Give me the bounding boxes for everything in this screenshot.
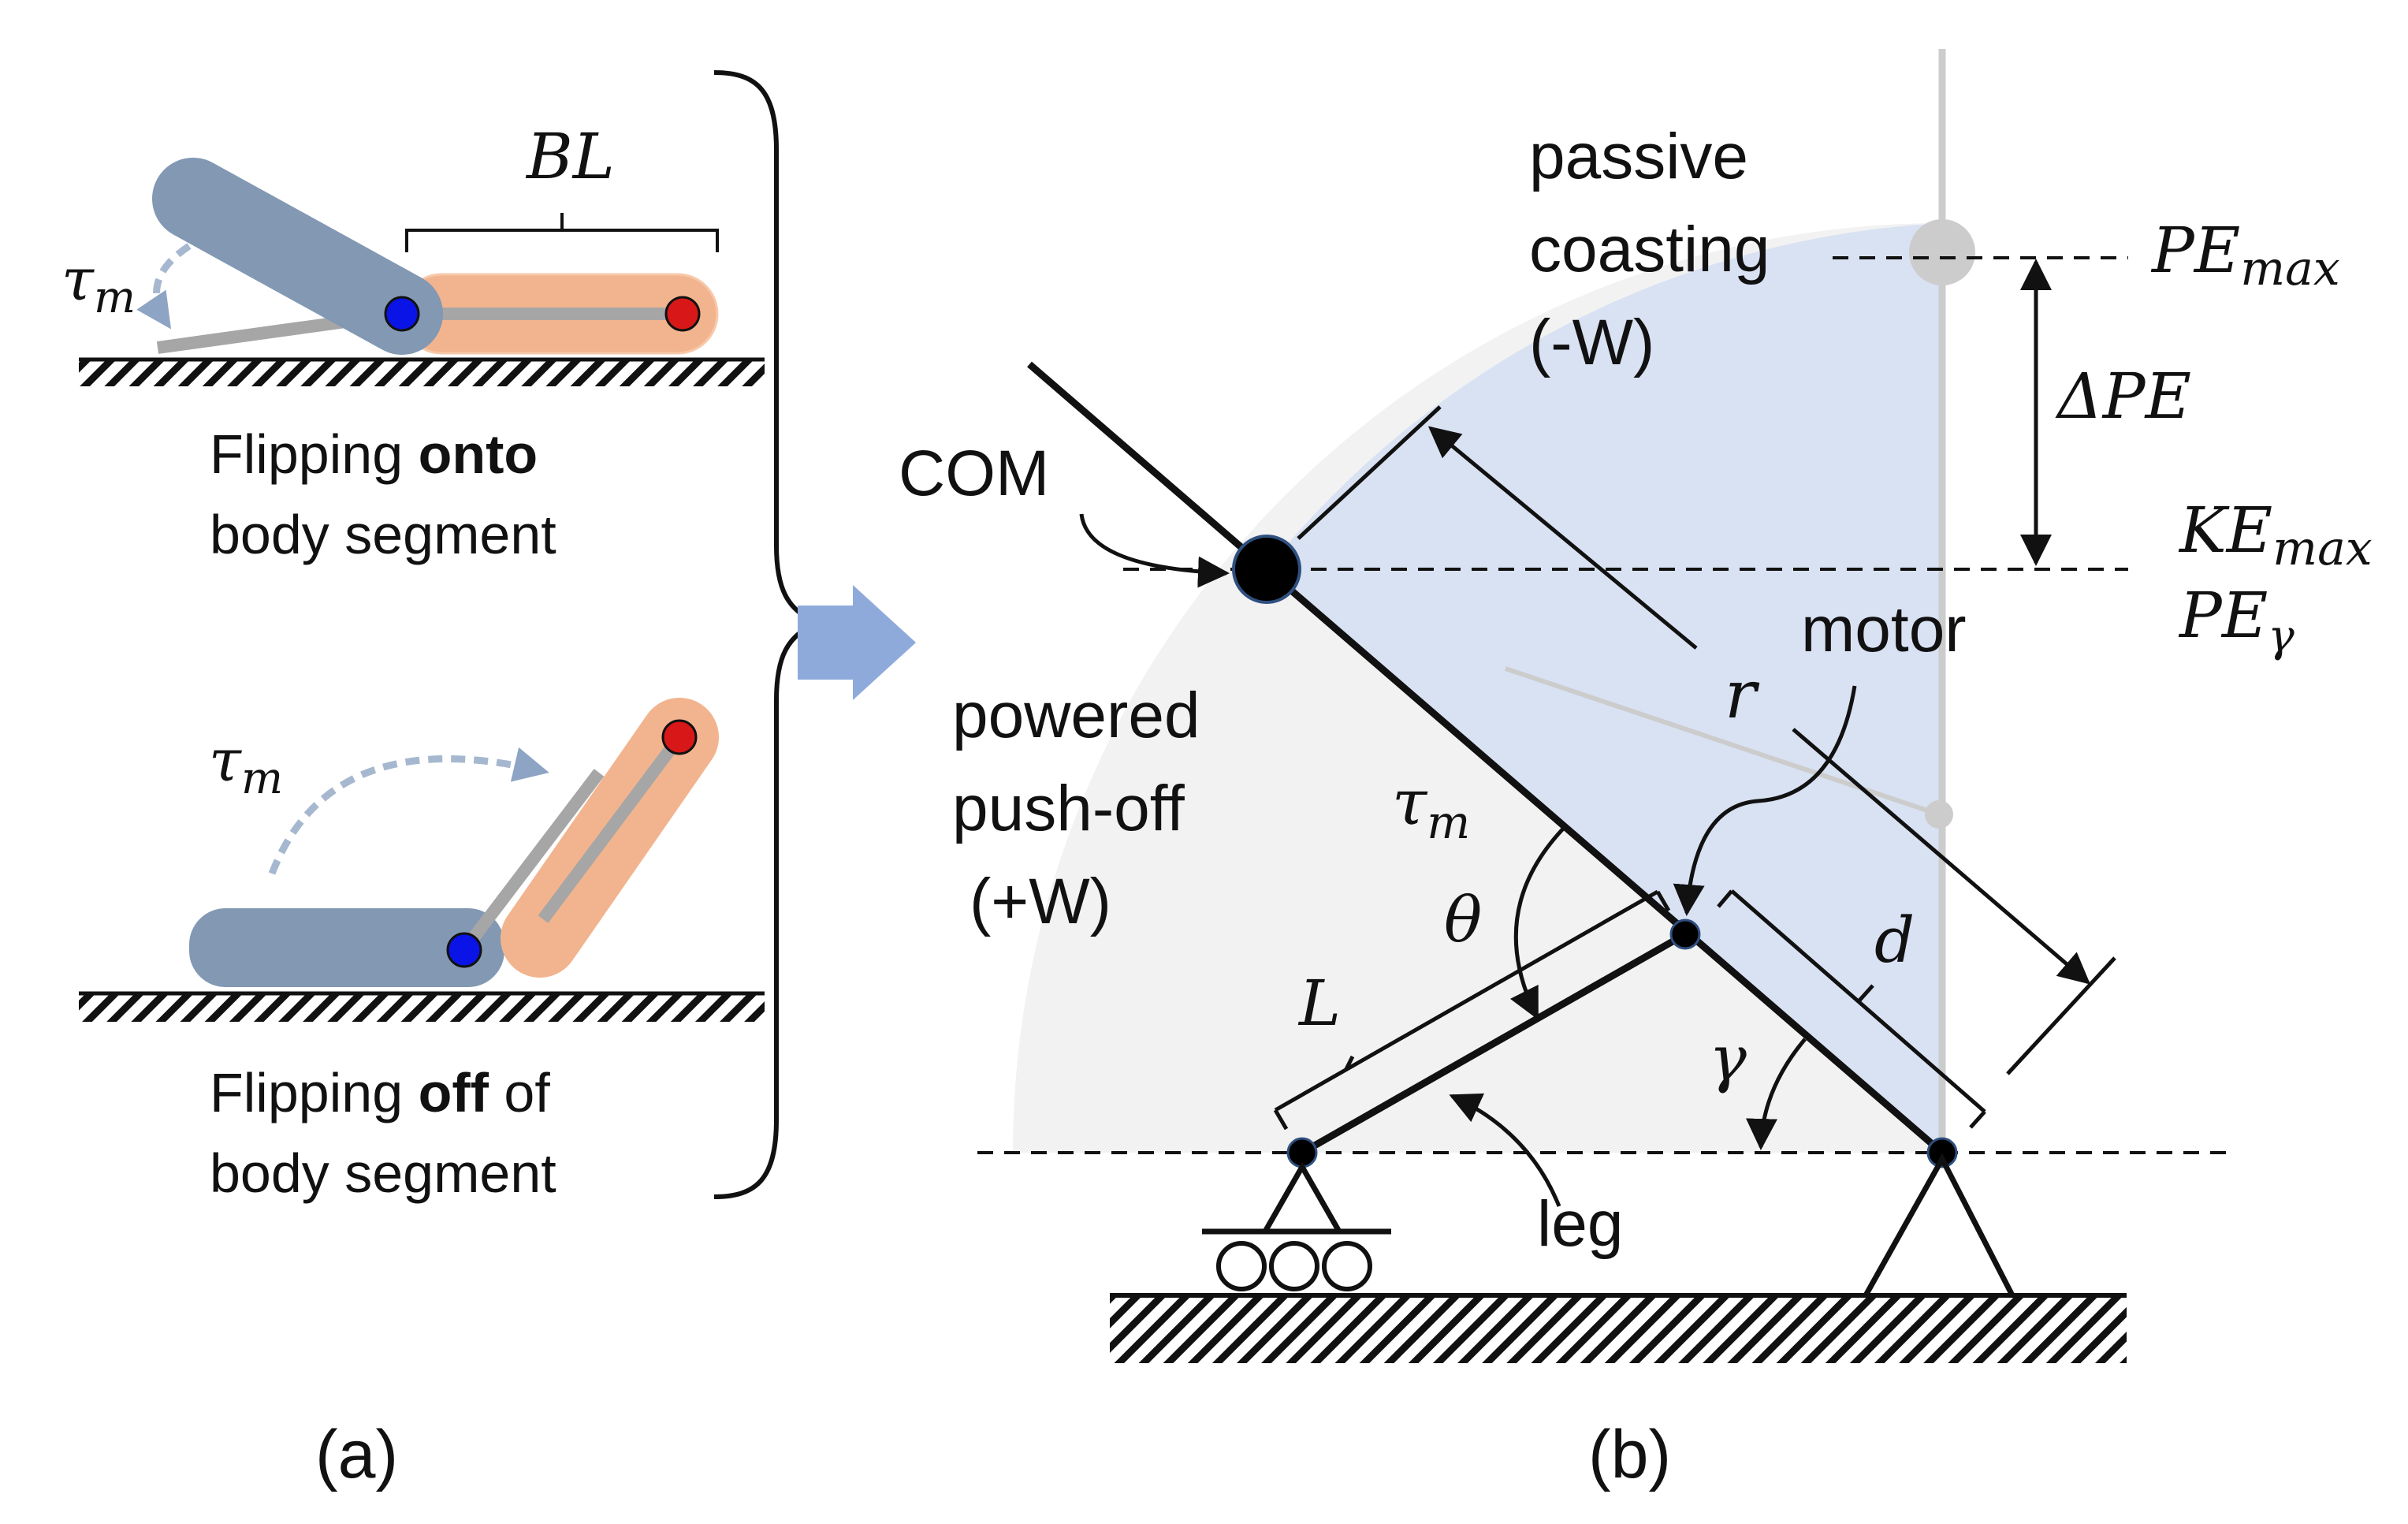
roller-support	[1202, 1161, 1391, 1291]
r-label: r	[1725, 656, 1760, 733]
com-mass	[1232, 535, 1301, 604]
onto-caption-line2: body segment	[210, 504, 556, 565]
off-caption-line1: Flipping off of	[210, 1062, 550, 1123]
r-dimension	[1297, 405, 2116, 1075]
blue-joint-bottom	[446, 932, 482, 968]
leg-line	[1300, 931, 1688, 1156]
panel-a: τm BL Flipping onto body segment τm Flip…	[61, 70, 916, 1492]
powered-label-line1: powered	[952, 680, 1200, 751]
ground-hatch-b	[1110, 1295, 2127, 1363]
body-pivot-joint	[1926, 1137, 1958, 1168]
onto-subfigure: τm BL Flipping onto body segment	[61, 120, 765, 565]
ghost-com	[1909, 219, 1975, 285]
tau-m-bottom: τm	[209, 727, 283, 804]
transition-arrow	[798, 585, 916, 700]
blue-body-link	[152, 158, 443, 355]
d-bracket	[1717, 889, 1986, 1129]
ground-hatch-bottom	[79, 993, 765, 1022]
powered-label-line3: (+W)	[970, 866, 1111, 937]
blue-joint-top	[384, 296, 420, 332]
leg-pointer	[1449, 1093, 1561, 1207]
theta-label: θ	[1444, 883, 1482, 956]
pe-gamma-label: PEγ	[2178, 579, 2294, 662]
gamma-label: γ	[1709, 1022, 1747, 1095]
leg-label: leg	[1537, 1188, 1623, 1260]
tau-m-label: τm	[1392, 766, 1470, 849]
motor-joint	[1669, 918, 1701, 950]
torque-arrow-top	[136, 243, 192, 330]
motor-label: motor	[1801, 594, 1967, 665]
body-segment-line	[1027, 361, 1945, 1156]
pe-max-label: PEmax	[2150, 214, 2340, 296]
com-label: COM	[899, 438, 1049, 509]
red-joint-top	[664, 296, 701, 332]
com-pointer	[1079, 513, 1230, 588]
red-joint-bottom	[661, 719, 698, 755]
panel-b: r d L θ γ τm COM	[899, 49, 2373, 1492]
delta-pe-label: ΔPE	[2055, 360, 2191, 433]
d-label: d	[1874, 904, 1915, 977]
theta-arc	[1509, 824, 1568, 1020]
ghost-motor	[1925, 800, 1953, 829]
l-bracket	[1273, 889, 1671, 1131]
passive-label-line1: passive	[1529, 121, 1748, 192]
gamma-arc	[1746, 1038, 1807, 1150]
powered-label-line2: push-off	[952, 773, 1185, 844]
leg-rod-raised	[459, 769, 605, 954]
passive-label-line2: coasting	[1529, 214, 1770, 285]
panel-a-label: (a)	[315, 1417, 398, 1492]
blue-body-flat	[189, 908, 504, 987]
panel-b-label: (b)	[1588, 1417, 1671, 1492]
bl-label: BL	[525, 120, 615, 193]
l-label: L	[1297, 967, 1341, 1040]
onto-caption-line1: Flipping onto	[210, 423, 538, 485]
passive-label-line3: (-W)	[1529, 307, 1654, 378]
motor-pointer	[1673, 685, 1857, 916]
ground-hatch-top	[79, 360, 765, 386]
tau-m-top: τm	[61, 246, 136, 323]
pin-support	[1863, 1153, 2015, 1297]
segment-rod-raised	[538, 733, 685, 923]
off-subfigure: τm Flipping off of body segment	[79, 698, 765, 1204]
ke-max-label: KEmax	[2178, 494, 2373, 576]
off-caption-line2: body segment	[210, 1142, 556, 1204]
bl-bracket	[405, 213, 719, 252]
torque-arrow-bottom	[268, 747, 549, 875]
